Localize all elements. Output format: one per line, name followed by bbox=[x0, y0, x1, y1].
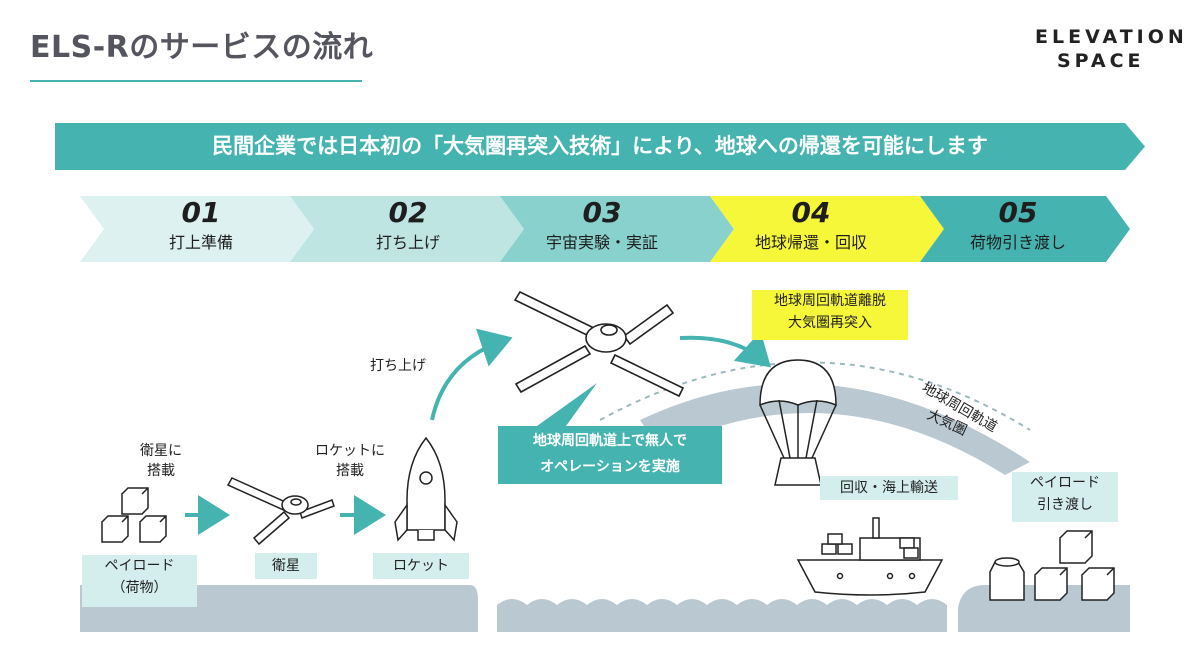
step-3-label: 宇宙実験・実証 bbox=[545, 233, 658, 252]
step-chevron-5 bbox=[920, 196, 1130, 262]
step-5: 05 荷物引き渡し bbox=[913, 196, 1123, 256]
reentry-box: 地球周回軌道離脱 大気圏再突入 bbox=[752, 290, 908, 340]
rocket-icon bbox=[394, 436, 458, 542]
step-3: 03 宇宙実験・実証 bbox=[497, 196, 707, 256]
step-5-number: 05 bbox=[998, 196, 1038, 229]
step-chevron-1 bbox=[80, 196, 314, 262]
headline-banner bbox=[55, 123, 1145, 170]
operation-callout: 地球周回軌道上で無人で オペレーションを実施 bbox=[498, 426, 722, 484]
ocean-waves bbox=[497, 599, 947, 632]
elevation-space-logo: ELEVATION SPACE bbox=[1035, 22, 1185, 74]
step-4-label: 地球帰還・回収 bbox=[754, 233, 867, 252]
headline-text: 民間企業では日本初の「大気圏再突入技術」により、地球への帰還を可能にします bbox=[212, 134, 988, 158]
payload-cubes-icon bbox=[101, 487, 167, 543]
parachute-capsule-icon bbox=[759, 359, 837, 486]
logo-line-1: ELEVATION bbox=[1035, 26, 1188, 48]
step-2-number: 02 bbox=[388, 196, 428, 229]
logo-line-2: SPACE bbox=[1057, 50, 1145, 72]
step-5-label: 荷物引き渡し bbox=[969, 233, 1066, 252]
load-onto-rocket-label: ロケットに 搭載 bbox=[315, 443, 385, 479]
satellite-icon-small bbox=[226, 477, 335, 546]
delivery-box: ペイロード 引き渡し bbox=[1012, 472, 1118, 522]
step-flow bbox=[80, 196, 1130, 262]
step-4-number: 04 bbox=[791, 196, 831, 229]
step-chevron-3 bbox=[500, 196, 734, 262]
satellite-box: 衛星 bbox=[255, 553, 317, 579]
step-2-label: 打ち上げ bbox=[375, 233, 440, 252]
service-flow-illustration bbox=[80, 290, 1130, 632]
step-1-label: 打上準備 bbox=[168, 233, 233, 252]
delivered-payload-icon bbox=[989, 530, 1115, 601]
recovery-box: 回収・海上輸送 bbox=[820, 476, 958, 500]
launch-arrow bbox=[430, 328, 513, 421]
step-1: 01 打上準備 bbox=[96, 196, 306, 256]
ship-icon bbox=[796, 517, 944, 596]
payload-box: ペイロード （荷物） bbox=[82, 555, 197, 607]
step-4: 04 地球帰還・回収 bbox=[706, 196, 916, 256]
page-title: ELS-Rのサービスの流れ bbox=[30, 30, 374, 65]
step-3-number: 03 bbox=[582, 196, 622, 229]
step-chevron-4 bbox=[710, 196, 944, 262]
step-2: 02 打ち上げ bbox=[303, 196, 513, 256]
rocket-box: ロケット bbox=[373, 553, 469, 579]
title-underline bbox=[30, 80, 362, 82]
launch-label: 打ち上げ bbox=[370, 358, 426, 374]
atmosphere-band bbox=[640, 383, 1030, 475]
callout-pointer bbox=[537, 383, 597, 426]
reentry-arrow bbox=[679, 331, 771, 368]
step-chevron-2 bbox=[290, 196, 524, 262]
load-onto-satellite-label: 衛星に 搭載 bbox=[140, 443, 182, 479]
step-1-number: 01 bbox=[181, 196, 221, 229]
satellite-icon-large bbox=[513, 290, 685, 398]
